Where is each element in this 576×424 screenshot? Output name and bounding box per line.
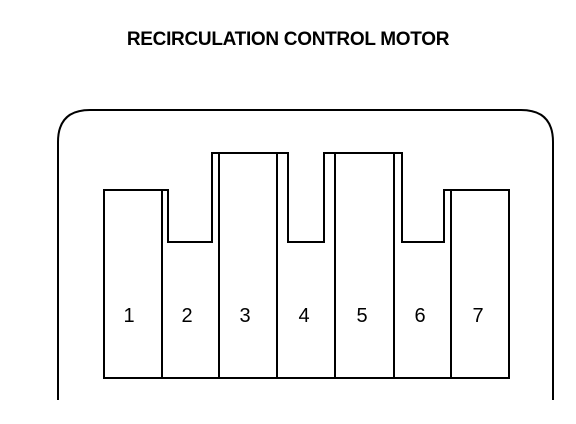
pin-label-2: 2 [181,305,192,327]
diagram-title: RECIRCULATION CONTROL MOTOR [126,29,450,50]
pin-label-4: 4 [298,305,309,327]
pin-label-1: 1 [123,305,134,327]
terminal-dividers [161,153,452,378]
connector-housing [57,109,554,400]
pin-labels: 1 2 3 4 5 6 7 [123,305,483,327]
pin-label-5: 5 [356,305,367,327]
pin-label-3: 3 [239,305,250,327]
pin-label-6: 6 [414,305,425,327]
terminal-outline [103,152,510,379]
pin-label-7: 7 [472,305,483,327]
